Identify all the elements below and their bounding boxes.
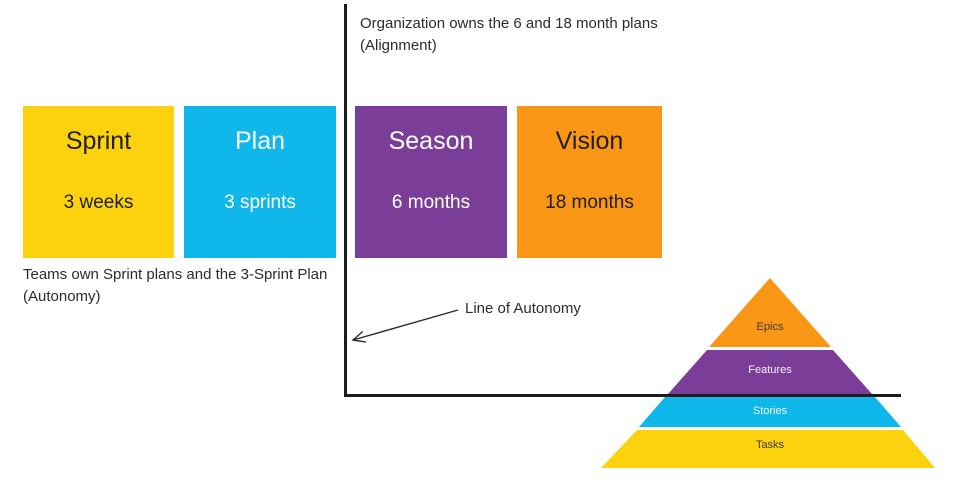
pyramid-label-tasks: Tasks [756,439,785,451]
timebox-season: Season 6 months [355,106,507,258]
pyramid-label-epics: Epics [757,321,784,333]
pyramid-layer-features [668,350,872,394]
timebox-plan: Plan 3 sprints [184,106,336,258]
timebox-subtitle: 6 months [391,192,471,213]
autonomy-arrow-shaft [352,309,459,341]
pyramid-label-stories: Stories [753,405,788,417]
work-item-pyramid: Epics Features Stories Tasks [601,278,935,468]
pyramid-layer-epics [709,278,831,347]
timebox-subtitle: 3 weeks [63,192,134,213]
timebox-title: Plan [234,127,286,155]
autonomy-note-line2: (Autonomy) [23,288,101,305]
timebox-title: Vision [555,127,624,155]
timebox-subtitle: 3 sprints [224,192,296,213]
autonomy-note-line1: Teams own Sprint plans and the 3-Sprint … [23,266,328,283]
timebox-sprint: Sprint 3 weeks [23,106,174,258]
alignment-note-line2: (Alignment) [360,37,437,54]
alignment-note: Organization owns the 6 and 18 month pla… [360,13,658,57]
timebox-subtitle: 18 months [545,192,634,213]
timebox-title: Season [388,127,474,155]
pyramid-layer-stories [639,397,901,427]
autonomy-arrow-head-icon [351,330,366,343]
line-of-autonomy-horizontal [344,394,901,397]
pyramid-layer-tasks [601,430,935,468]
line-of-autonomy-label: Line of Autonomy [465,300,581,317]
timebox-vision: Vision 18 months [517,106,662,258]
timebox-title: Sprint [65,127,132,155]
pyramid-label-features: Features [748,364,792,376]
autonomy-note: Teams own Sprint plans and the 3-Sprint … [23,264,327,308]
alignment-note-line1: Organization owns the 6 and 18 month pla… [360,15,658,32]
line-of-autonomy-vertical [344,4,347,397]
autonomy-arrow [351,309,459,343]
